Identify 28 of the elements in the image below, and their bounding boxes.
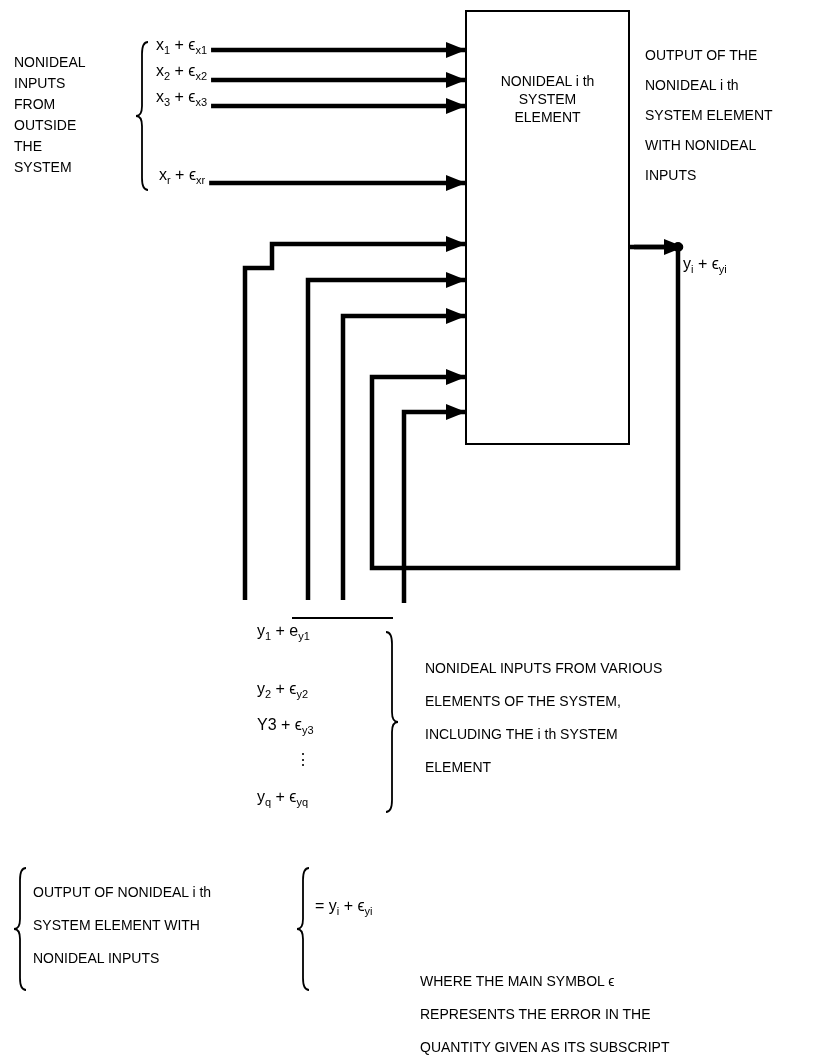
arrow [401,404,466,603]
arrow [634,239,684,255]
definition-text: OUTPUT OF NONIDEAL i th SYSTEM ELEMENT WITH NONIDEAL INPUTS [33,883,213,968]
note-text: WHERE THE MAIN SYMBOL ϵ REPRESENTS THE ERROR IN THE QUANTITY GIVEN AS ITS SUBSCRIPT [420,972,671,1057]
input-expression: y$_{1}$ + e$_{y1}$ [257,622,310,643]
equation-text: = y$_{i}$ + ϵ$_{yi}$ [315,897,373,918]
output-label: OUTPUT OF THE NONIDEAL i th SYSTEM ELEMENT WITH NONIDEAL INPUTS [645,46,774,185]
system-element-box [465,10,630,445]
input-expression: y$_{q}$ + ϵ$_{yq}$ [257,788,309,809]
input-expression: x$_{r}$ + ϵ$_{xr}$ [159,166,206,187]
arrow [242,236,466,600]
input-group-label: NONIDEAL INPUTS FROM OUTSIDE THE SYSTEM [14,53,87,177]
arrow [369,244,681,571]
input-expression: x$_{2}$ + ϵ$_{x2}$ [156,62,208,83]
element-title: NONIDEAL i th SYSTEM ELEMENT [499,72,596,126]
feedback-inputs-label: NONIDEAL INPUTS FROM VARIOUS ELEMENTS OF THE SYSTEM, INCLUDING THE i th SYSTEM ELEMENT [425,659,664,777]
arrow [209,175,466,191]
input-expression: y$_{i}$ + ϵ$_{yi}$ [683,255,727,276]
arrow [211,72,466,88]
input-expression: x$_{1}$ + ϵ$_{x1}$ [156,36,208,57]
input-expression: x$_{3}$ + ϵ$_{x3}$ [156,88,208,109]
ellipsis: ⋮ [295,750,311,769]
arrow [305,272,466,600]
input-expression: y$_{2}$ + ϵ$_{y2}$ [257,680,309,701]
input-expression: Y3 + ϵ$_{y3}$ [257,716,314,737]
arrow [340,308,466,600]
arrow [211,98,466,114]
arrow [211,42,466,58]
